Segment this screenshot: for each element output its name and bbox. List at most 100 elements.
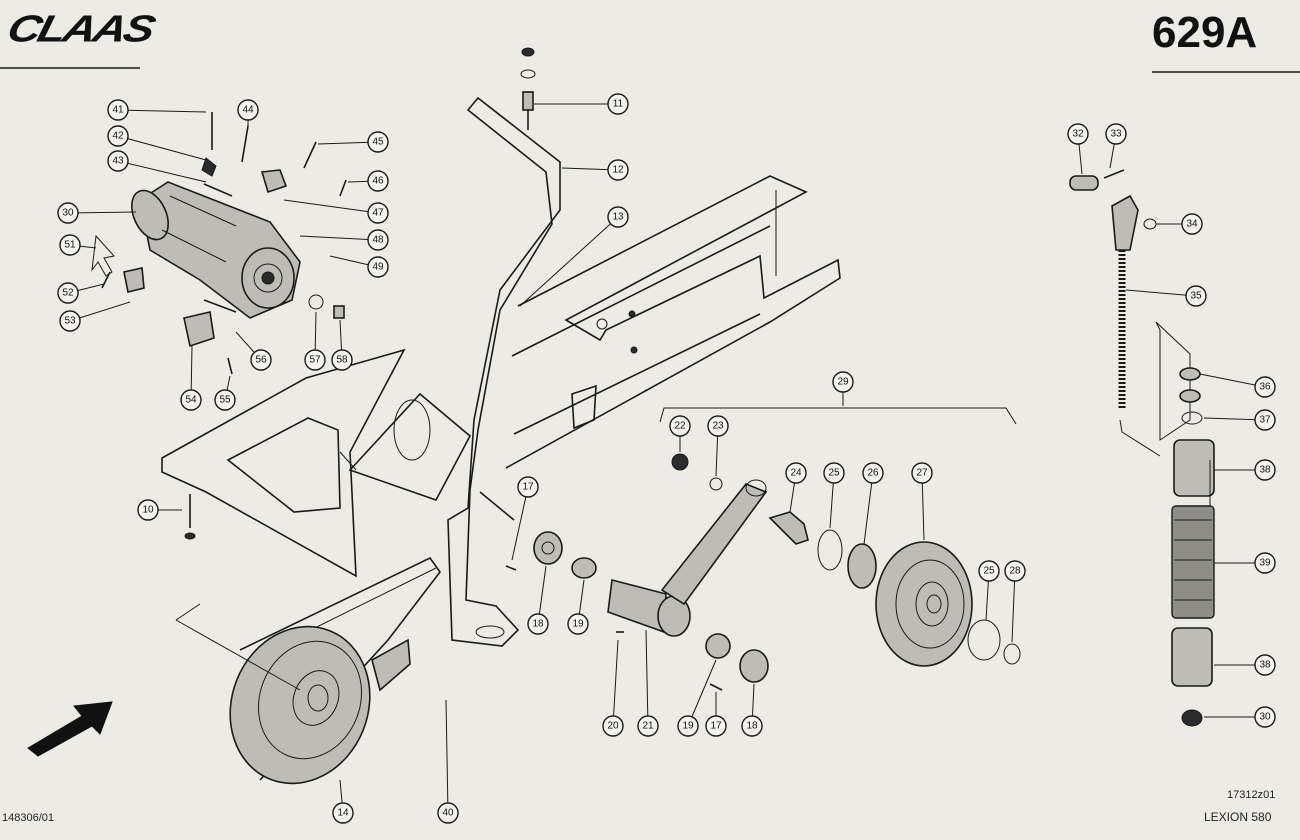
callout-number: 29 [837, 377, 849, 388]
callout-circle [1181, 213, 1203, 235]
nut-58 [333, 305, 345, 319]
bearing-19 [705, 633, 731, 659]
callout-circle [1254, 459, 1276, 481]
callout-circle [437, 802, 459, 824]
callout-22: 22 [669, 415, 691, 452]
callout-circle [705, 715, 727, 737]
callout-circle [637, 715, 659, 737]
callout-number: 48 [372, 235, 384, 246]
callout-number: 24 [790, 468, 802, 479]
frame-beam [505, 175, 841, 469]
callout-number: 46 [372, 176, 384, 187]
ring-28 [1003, 643, 1021, 665]
callout-circle [331, 349, 353, 371]
callout-number: 18 [746, 721, 758, 732]
callout-circle [57, 282, 79, 304]
washer-23 [709, 477, 723, 491]
idler-pulley-parts [505, 407, 1021, 691]
callout-number: 37 [1259, 415, 1271, 426]
callout-circle [107, 150, 129, 172]
callout-circle [1254, 409, 1276, 431]
callout-37: 37 [1203, 409, 1276, 431]
callout-circle [607, 206, 629, 228]
callout-number: 10 [142, 505, 154, 516]
callout-26: 26 [862, 462, 884, 545]
callout-57: 57 [304, 311, 326, 371]
callout-number: 54 [185, 395, 197, 406]
callout-17: 17 [511, 476, 539, 561]
callout-18: 18 [527, 565, 549, 635]
shaft-stub [479, 491, 515, 521]
callout-53: 53 [59, 301, 131, 332]
spring-cup-38b [1171, 627, 1213, 687]
document-number: 148306/01 [2, 812, 54, 824]
callout-leader [519, 216, 619, 307]
callout-29: 29 [832, 371, 854, 406]
bearing-26 [847, 543, 877, 589]
callout-21: 21 [637, 629, 659, 737]
callout-number: 36 [1259, 382, 1271, 393]
callout-circle [332, 802, 354, 824]
callout-number: 57 [309, 355, 321, 366]
sleeve-19 [571, 557, 597, 579]
spring-cup-38a [1173, 439, 1215, 497]
callout-19: 19 [677, 659, 717, 737]
callout-number: 43 [112, 156, 124, 167]
callout-circle [978, 560, 1000, 582]
callout-41: 41 [107, 99, 207, 121]
callout-30: 30 [1204, 706, 1276, 728]
callout-leader [1125, 289, 1197, 297]
callout-circle [367, 229, 389, 251]
callout-number: 55 [219, 395, 231, 406]
callout-12: 12 [561, 159, 629, 181]
bracket-42 [201, 157, 217, 177]
callout-number: 26 [867, 468, 879, 479]
callout-number: 38 [1259, 465, 1271, 476]
callout-number: 58 [336, 355, 348, 366]
callout-circle [741, 715, 763, 737]
callout-circle [677, 715, 699, 737]
callout-leader [645, 629, 649, 727]
callout-47: 47 [283, 199, 389, 224]
callout-43: 43 [107, 150, 207, 183]
machine-model: LEXION 580 [1204, 810, 1272, 824]
callout-45: 45 [317, 131, 389, 153]
nut-36b [1179, 389, 1201, 403]
pin-33 [1103, 169, 1125, 179]
callout-40: 40 [437, 699, 459, 824]
callout-number: 30 [62, 208, 74, 219]
callout-circle [1254, 706, 1276, 728]
callout-circle [527, 613, 549, 635]
callout-24: 24 [785, 462, 807, 513]
callout-46: 46 [347, 170, 389, 192]
screw-52 [101, 271, 111, 289]
callout-number: 22 [674, 421, 686, 432]
bolt-24 [768, 511, 809, 545]
compression-spring-39 [1171, 505, 1215, 619]
callout-51: 51 [59, 234, 97, 256]
callout-33: 33 [1105, 123, 1127, 169]
screw-46 [339, 179, 347, 197]
callout-14: 14 [332, 779, 354, 824]
callout-leader [117, 135, 207, 161]
callout-circle [107, 125, 129, 147]
callout-circle [1254, 654, 1276, 676]
callout-circle [367, 131, 389, 153]
callout-number: 42 [112, 131, 124, 142]
callout-leader [67, 211, 137, 214]
callout-circle [1067, 123, 1089, 145]
callout-circle [832, 371, 854, 393]
callout-leader [863, 472, 874, 545]
callout-circle [607, 93, 629, 115]
callout-13: 13 [519, 206, 629, 307]
callout-32: 32 [1067, 123, 1089, 175]
callout-leader [299, 235, 379, 241]
callout-circle [862, 462, 884, 484]
callout-circle [59, 234, 81, 256]
callout-circle [602, 715, 624, 737]
callout-36: 36 [1199, 373, 1276, 398]
callout-number: 11 [613, 99, 624, 110]
callout-25: 25 [978, 560, 1000, 621]
callout-number: 27 [916, 468, 928, 479]
clip-46 [260, 169, 288, 194]
